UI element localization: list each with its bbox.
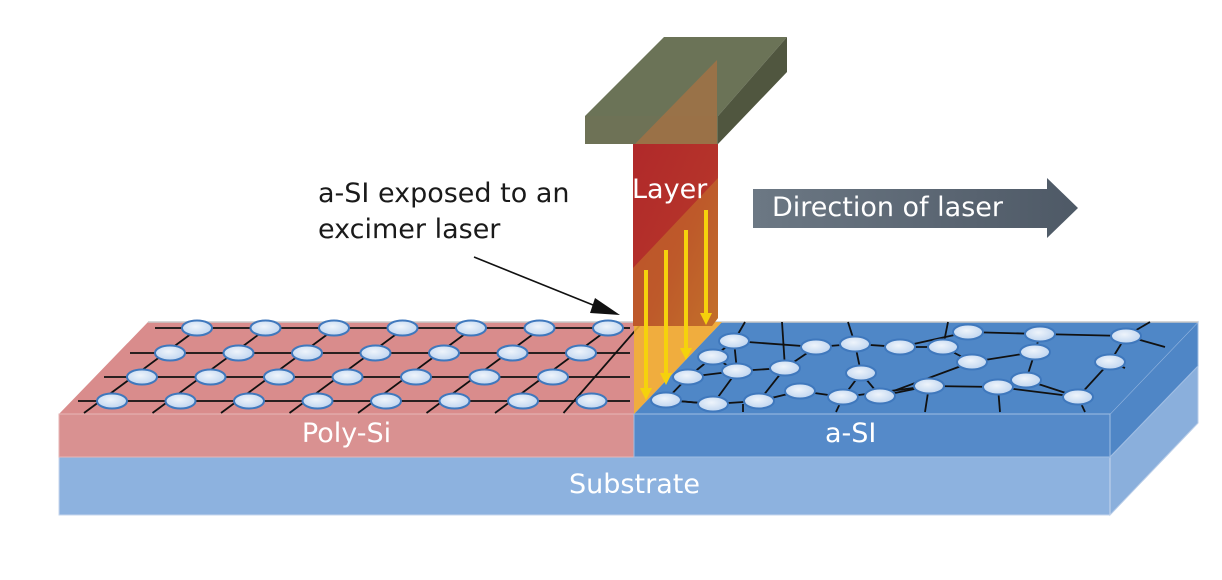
callout-line-2: excimer laser (318, 214, 501, 245)
atom (291, 344, 323, 362)
atom (181, 319, 213, 337)
substrate-label: Substrate (569, 469, 700, 500)
thin-film-layer (58, 320, 1199, 459)
atom (126, 368, 158, 386)
atom (1019, 343, 1051, 361)
atom (386, 319, 419, 337)
atom (359, 344, 392, 362)
atom (249, 319, 282, 337)
atom (800, 338, 832, 356)
atom (164, 392, 197, 410)
atom (331, 368, 364, 386)
atom (263, 368, 295, 386)
poly-si-top-face (59, 322, 722, 414)
atom (672, 368, 704, 386)
atom (864, 387, 896, 405)
atom (913, 377, 945, 395)
beam-arrow-head (640, 388, 652, 400)
atom (1094, 353, 1126, 371)
atom (575, 392, 608, 410)
atom (565, 344, 597, 362)
laser-head-side-face (718, 37, 787, 144)
atom (650, 391, 682, 409)
atom (845, 364, 877, 382)
atom (982, 378, 1014, 396)
direction-label: Direction of laser (772, 192, 1003, 223)
atom (468, 368, 501, 386)
atom (927, 338, 959, 356)
poly-si-crystal-lattice (78, 319, 641, 414)
beam-arrow-head (700, 313, 712, 325)
laser-column-label: Layer (632, 174, 708, 205)
atom (839, 335, 871, 353)
laser-head-top-face (585, 37, 787, 116)
atom (952, 323, 984, 341)
excimer-laser (585, 37, 787, 326)
atom (769, 359, 801, 377)
atom (1110, 327, 1142, 345)
atom (370, 392, 402, 410)
a-si-label: a-SI (825, 418, 877, 449)
atom (784, 382, 816, 400)
pointer-arrow-icon (473, 256, 620, 315)
atom (507, 392, 539, 410)
a-si-amorphous-network (650, 321, 1166, 413)
atom (718, 332, 750, 350)
atom (697, 395, 729, 413)
atom (743, 392, 775, 410)
atom (721, 362, 753, 380)
atom (523, 319, 556, 337)
atom (884, 338, 916, 356)
beam-arrow-head (680, 348, 692, 360)
atom (222, 344, 255, 362)
substrate-block (58, 364, 1199, 517)
atom (1010, 371, 1042, 389)
poly-si-label: Poly-Si (301, 418, 392, 449)
atom (592, 319, 624, 337)
atom (455, 319, 487, 337)
laser-beam-lower-glow (633, 178, 718, 326)
atom (537, 368, 569, 386)
atom (1024, 325, 1056, 343)
atom (438, 392, 471, 410)
atom (194, 368, 227, 386)
beam-arrows (640, 210, 712, 400)
callout-line-1: a-SI exposed to an (318, 178, 570, 209)
substrate-front-face (58, 456, 1111, 516)
atom (496, 344, 529, 362)
atom (96, 392, 128, 410)
beam-arrow-head (660, 373, 672, 385)
laser-head-beam-reflection (635, 60, 717, 144)
atom (318, 319, 350, 337)
right-arrow-icon (753, 178, 1078, 238)
atom (301, 392, 334, 410)
atom (154, 344, 186, 362)
atom (827, 388, 859, 406)
poly-si-front-face (58, 413, 635, 458)
atom (428, 344, 460, 362)
callout-text: a-SI exposed to an excimer laser (318, 176, 570, 248)
atom (956, 353, 988, 371)
atom (233, 392, 265, 410)
atom (400, 368, 432, 386)
laser-exposed-zone (634, 322, 722, 414)
atom (697, 348, 729, 366)
direction-arrow-icon (753, 178, 1078, 238)
atom (1062, 388, 1094, 406)
a-si-front-face (633, 413, 1111, 458)
